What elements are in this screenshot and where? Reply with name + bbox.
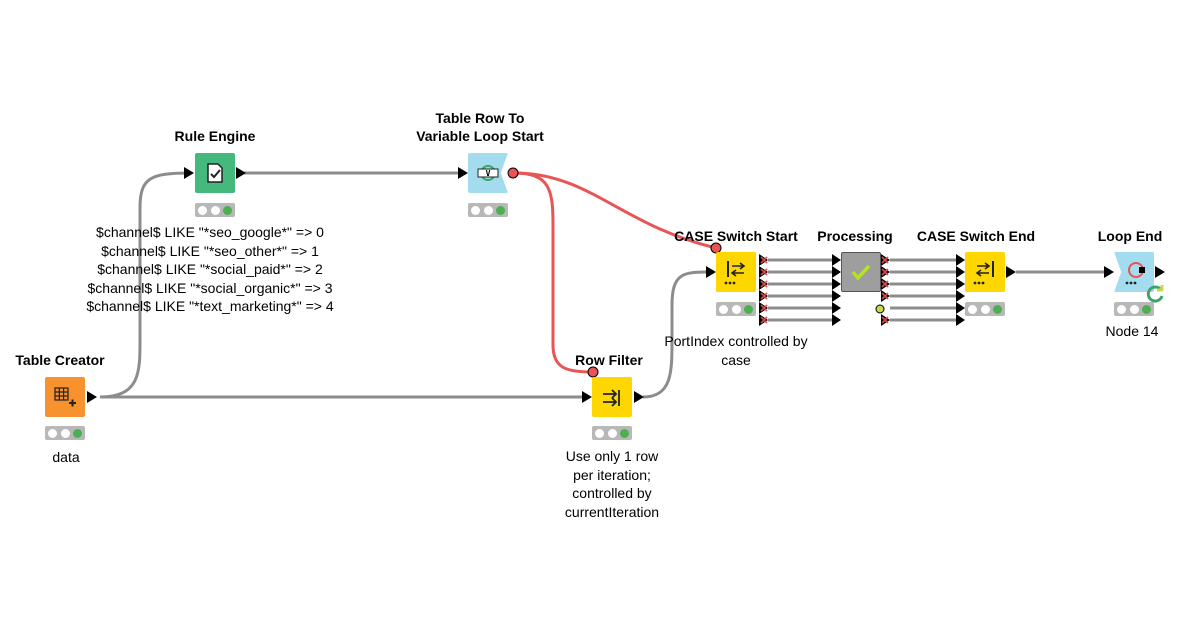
node-annotation-case-switch-start: PortIndex controlled by case [664, 333, 808, 368]
node-title-rule-engine: Rule Engine [174, 128, 256, 144]
node-title-table-creator: Table Creator [15, 352, 105, 368]
node-case-switch-start[interactable] [716, 252, 756, 292]
input-port-rowfilter[interactable] [582, 391, 592, 403]
connections-casestart-processing[interactable] [768, 258, 832, 322]
node-annotation-rule-engine: $channel$ LIKE "*seo_google*" => 0 $chan… [86, 224, 334, 314]
status-traffic-light-case-switch-start [716, 302, 756, 316]
node-row-filter[interactable] [592, 377, 632, 417]
output-ports-casestart[interactable] [759, 254, 768, 326]
status-traffic-light-loop-end [1114, 302, 1154, 316]
node-annotation-table-creator: data [52, 449, 80, 465]
connections-processing-caseend[interactable] [890, 258, 956, 322]
loop-refresh-icon [1146, 285, 1164, 303]
node-title-processing: Processing [817, 228, 893, 244]
input-port-ruleengine[interactable] [184, 167, 194, 179]
node-rule-engine[interactable] [195, 153, 235, 193]
node-case-switch-end[interactable] [965, 252, 1005, 292]
connection-tablecreator-ruleengine[interactable] [99, 171, 191, 399]
table-plus-icon [54, 387, 76, 407]
loop-end-icon [1125, 262, 1145, 285]
status-traffic-light-rule-engine [195, 203, 235, 217]
switch-end-icon [973, 261, 994, 285]
svg-text:V: V [486, 169, 491, 178]
switch-start-icon [724, 261, 746, 285]
input-ports-processing[interactable] [832, 254, 841, 326]
variable-loop-icon: V [477, 165, 499, 181]
node-title-loop-start: Table Row To Variable Loop Start [416, 110, 544, 144]
output-port-loopend[interactable] [1155, 266, 1165, 278]
input-port-loopstart[interactable] [458, 167, 468, 179]
connection-rowfilter-casestart[interactable] [642, 270, 707, 399]
input-port-casestart[interactable] [706, 266, 716, 278]
status-traffic-light-row-filter [592, 426, 632, 440]
variable-port-loopstart[interactable] [507, 167, 519, 179]
rule-document-icon [207, 163, 223, 183]
checkmark-icon [851, 264, 871, 281]
node-title-case-switch-end: CASE Switch End [916, 228, 1036, 244]
output-ports-processing[interactable] [875, 254, 890, 326]
status-traffic-light-case-switch-end [965, 302, 1005, 316]
node-processing-metanode[interactable] [841, 252, 881, 292]
connections-layer [99, 171, 1110, 399]
node-title-case-switch-start: CASE Switch Start [674, 228, 798, 244]
node-annotation-row-filter: Use only 1 row per iteration; controlled… [564, 448, 660, 520]
output-port-caseend[interactable] [1006, 266, 1016, 278]
input-port-loopend[interactable] [1104, 266, 1114, 278]
ports-layer [87, 167, 1165, 403]
node-annotation-loop-end: Node 14 [1105, 323, 1159, 339]
status-traffic-light-loop-start [468, 203, 508, 217]
variable-connection-loopstart-casestart[interactable] [513, 171, 717, 250]
node-title-loop-end: Loop End [1097, 228, 1163, 244]
node-title-row-filter: Row Filter [575, 352, 643, 368]
status-traffic-light-table-creator [45, 426, 85, 440]
output-port-ruleengine[interactable] [236, 167, 246, 179]
node-loop-start[interactable]: V [468, 153, 508, 193]
node-table-creator[interactable] [45, 377, 85, 417]
input-ports-caseend[interactable] [956, 254, 965, 326]
output-port-tablecreator[interactable] [87, 391, 97, 403]
variable-connection-loopstart-rowfilter[interactable] [513, 171, 593, 374]
output-port-rowfilter[interactable] [634, 391, 644, 403]
row-filter-icon [603, 389, 620, 407]
